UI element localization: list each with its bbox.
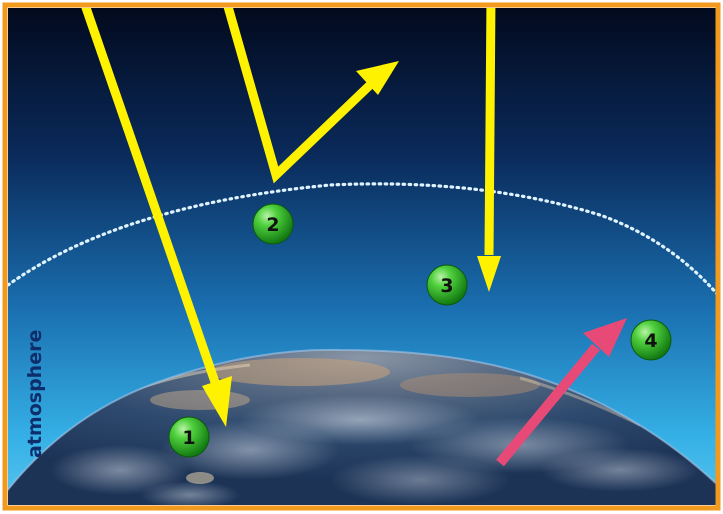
marker-1: 1 [168, 416, 210, 458]
marker-1-label: 1 [182, 427, 195, 449]
marker-2: 2 [252, 203, 294, 245]
marker-4-label: 4 [644, 330, 657, 352]
ray-3-absorbed [477, 8, 501, 292]
marker-2-label: 2 [266, 214, 279, 236]
earth [8, 348, 718, 505]
ray-4-outgoing [496, 318, 627, 467]
marker-4: 4 [630, 319, 672, 361]
atmosphere-label: atmosphere [24, 330, 46, 458]
marker-3-label: 3 [440, 275, 453, 297]
atmosphere-boundary-line [8, 182, 718, 297]
ray-1-incoming-to-surface [81, 8, 232, 427]
ray-2-reflected [223, 8, 399, 184]
marker-3: 3 [426, 264, 468, 306]
